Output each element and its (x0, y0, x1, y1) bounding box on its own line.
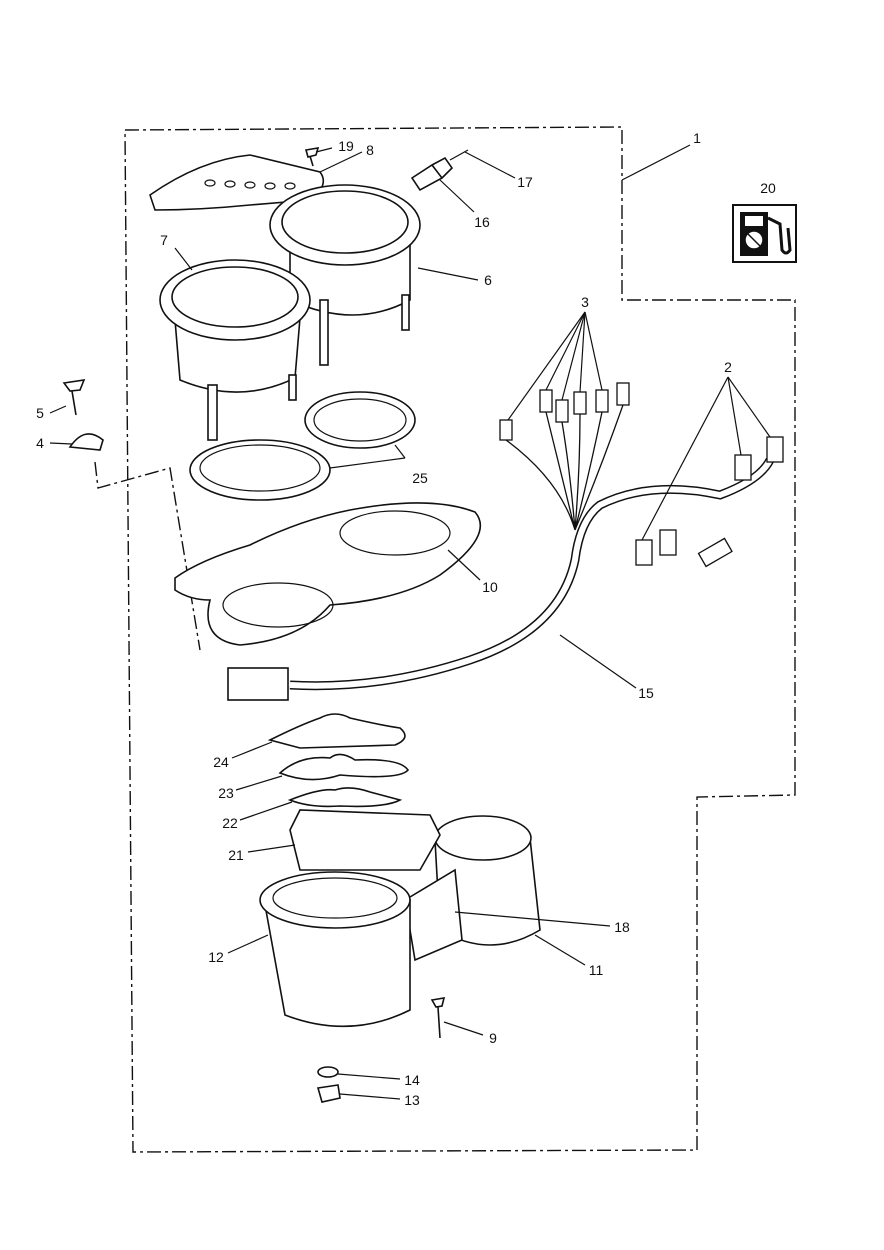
callout-23: 23 (218, 785, 234, 801)
part-4-grommet (68, 433, 104, 451)
part-8-holes (204, 179, 296, 190)
callout-22: 22 (222, 815, 238, 831)
callout-1: 1 (693, 130, 701, 146)
part-25-ring-a (304, 391, 416, 449)
part-9-screw (430, 997, 446, 1039)
callout-2: 2 (724, 359, 732, 375)
callout-4: 4 (36, 435, 44, 451)
callout-20: 20 (760, 180, 776, 196)
part-10-mount-plate (174, 502, 482, 646)
part-18-module (404, 868, 463, 962)
callout-10: 10 (482, 579, 498, 595)
fuel-pump-no-lead-icon (732, 204, 797, 263)
part-16-sensor (410, 156, 454, 192)
part-13-nut (316, 1084, 341, 1103)
part-21-switch-block (289, 809, 441, 871)
callout-14: 14 (404, 1072, 420, 1088)
callout-13: 13 (404, 1092, 420, 1108)
callout-21: 21 (228, 847, 244, 863)
callout-9: 9 (489, 1030, 497, 1046)
part-2-bulb-holders (635, 436, 784, 568)
callout-15: 15 (638, 685, 654, 701)
callout-19: 19 (338, 138, 354, 154)
part-19-screw (304, 147, 320, 167)
fastener-connector-line (94, 461, 201, 651)
callout-5: 5 (36, 405, 44, 421)
callout-24: 24 (213, 754, 229, 770)
callout-7: 7 (160, 232, 168, 248)
part-8-bracket (149, 154, 325, 211)
callout-3: 3 (581, 294, 589, 310)
callout-18: 18 (614, 919, 630, 935)
callout-8: 8 (366, 142, 374, 158)
leader-lines (49, 144, 771, 1100)
part-25-ring-b (189, 439, 331, 501)
part-6-gauge (269, 184, 421, 366)
part-14-washer (317, 1066, 339, 1078)
callout-16: 16 (474, 214, 490, 230)
callout-6: 6 (484, 272, 492, 288)
part-7-gauge (159, 259, 311, 441)
callout-17: 17 (517, 174, 533, 190)
part-23-seal (278, 753, 409, 781)
part-5-screw (62, 379, 86, 416)
callout-12: 12 (208, 949, 224, 965)
part-11-housing (434, 815, 541, 946)
part-3-bulb-holders (499, 382, 630, 531)
callout-25: 25 (412, 470, 428, 486)
part-22-gasket (287, 787, 403, 808)
assembly-boundary (124, 126, 796, 1153)
part-15-connector (227, 667, 289, 701)
part-12-housing (259, 871, 411, 1028)
callout-11: 11 (588, 962, 604, 978)
part-24-cover (267, 713, 406, 749)
